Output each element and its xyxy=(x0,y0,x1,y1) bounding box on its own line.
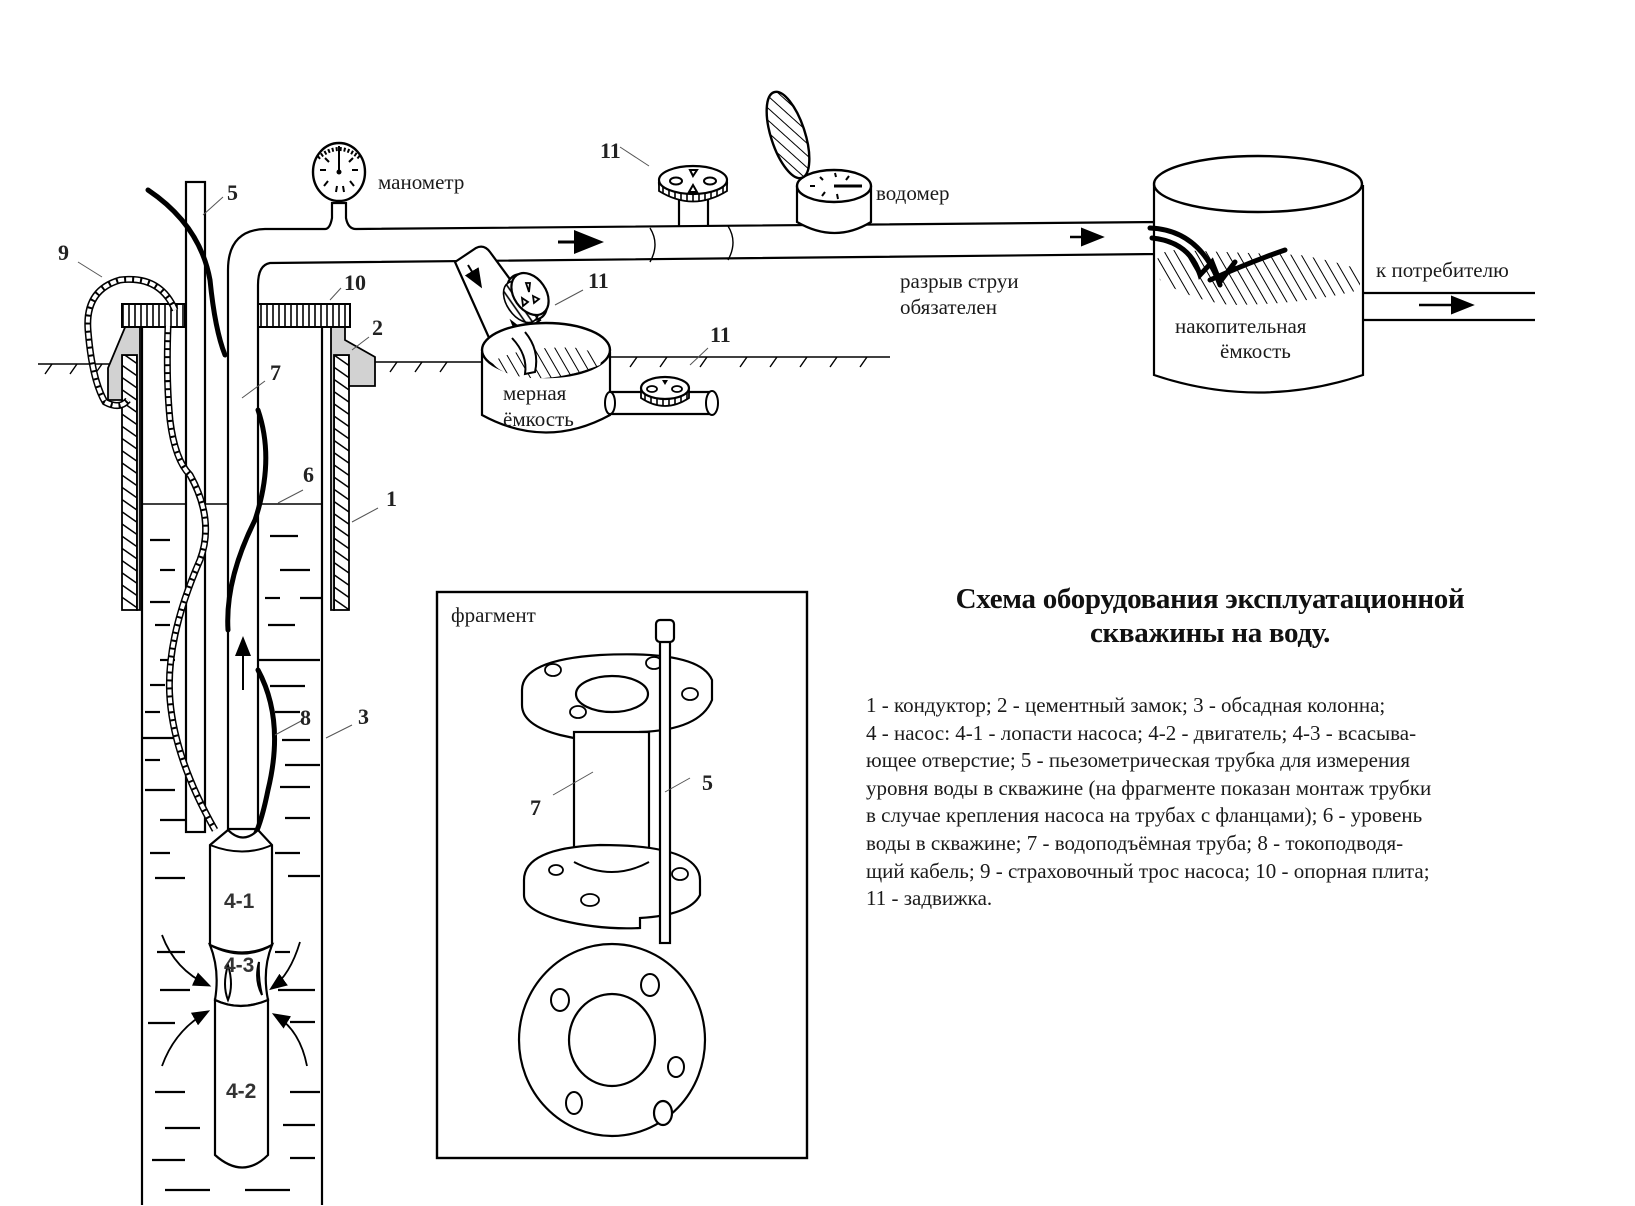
fragment-box xyxy=(435,590,809,1160)
pump-blades-label: 4-1 xyxy=(224,890,255,913)
gate-valve-branch xyxy=(502,271,550,324)
diagram-title: Схема оборудования эксплуатационной сква… xyxy=(850,582,1570,650)
callout-11-drain: 11 xyxy=(710,322,731,347)
callout-1: 1 xyxy=(386,486,397,511)
callout-8: 8 xyxy=(300,705,311,730)
measuring-tank xyxy=(480,321,612,434)
callout-3: 3 xyxy=(358,704,369,729)
callout-9: 9 xyxy=(58,240,69,265)
storage-tank-label-line1: накопительная xyxy=(1175,314,1307,338)
storage-tank-label-line2: ёмкость xyxy=(1220,339,1291,363)
safety-rope xyxy=(84,275,219,832)
pump-intake-label: 4-3 xyxy=(224,954,254,977)
legend-line: 11 - задвижка. xyxy=(866,886,993,911)
diagram-labels: манометр водомер разрыв струи обязателен… xyxy=(378,170,1509,627)
legend-line: щий кабель; 9 - страховочный трос насоса… xyxy=(866,858,1430,883)
manometer-label: манометр xyxy=(378,170,464,194)
outlet-pipe xyxy=(1363,291,1535,322)
gate-valve-main xyxy=(657,164,729,226)
legend-line: уровня воды в скважине (на фрагменте пок… xyxy=(866,775,1432,800)
cement-lock xyxy=(107,324,376,611)
callout-6: 6 xyxy=(303,462,314,487)
callout-11-branch: 11 xyxy=(588,268,609,293)
leader-lines xyxy=(77,146,709,796)
callout-numbers: 5 9 10 2 7 6 1 8 3 11 11 11 7 5 xyxy=(58,138,731,820)
measuring-tank-label-line2: ёмкость xyxy=(503,407,574,431)
to-consumer-label: к потребителю xyxy=(1376,258,1509,282)
legend-line: 1 - кондуктор; 2 - цементный замок; 3 - … xyxy=(866,693,1386,717)
legend: 1 - кондуктор; 2 - цементный замок; 3 - … xyxy=(866,692,1566,913)
intake-arrows xyxy=(161,934,308,1067)
storage-tank xyxy=(1147,154,1365,394)
callout-2: 2 xyxy=(372,315,383,340)
callout-11-main: 11 xyxy=(600,138,621,163)
legend-line: в случае крепления насоса на трубах с фл… xyxy=(866,803,1423,828)
pump-section-labels: 4-1 4-3 4-2 xyxy=(224,890,256,1103)
flow-arrows xyxy=(235,227,1475,690)
legend-line: ющее отверстие; 5 - пьезометрическая тру… xyxy=(866,748,1411,773)
power-cable xyxy=(145,187,278,838)
pump xyxy=(207,828,275,1169)
callout-5: 5 xyxy=(227,180,238,205)
water-meter xyxy=(765,90,873,235)
measuring-tank-label-line1: мерная xyxy=(503,381,567,405)
legend-line: 4 - насос: 4-1 - лопасти насоса; 4-2 - д… xyxy=(866,720,1417,745)
casing-column xyxy=(140,325,324,1205)
jet-break-label-line1: разрыв струи xyxy=(900,269,1019,293)
water-meter-label: водомер xyxy=(876,181,950,205)
callout-10: 10 xyxy=(344,270,366,295)
manometer xyxy=(311,141,367,203)
fragment-callout-7: 7 xyxy=(530,795,541,820)
fragment-label: фрагмент xyxy=(451,603,536,627)
fragment-callout-5: 5 xyxy=(702,770,713,795)
riser-pipe xyxy=(226,201,1160,842)
support-plate xyxy=(121,303,351,328)
legend-line: воды в скважине; 7 - водоподъёмная труба… xyxy=(866,830,1404,855)
pipe-couplings xyxy=(649,225,734,263)
title-line-2: скважины на воду. xyxy=(1089,617,1331,649)
gate-valve-drain xyxy=(639,375,691,407)
jet-break-label-line2: обязателен xyxy=(900,295,997,319)
title-line-1: Схема оборудования эксплуатационной xyxy=(955,583,1465,615)
pump-motor-label: 4-2 xyxy=(226,1080,256,1103)
callout-7: 7 xyxy=(270,360,281,385)
